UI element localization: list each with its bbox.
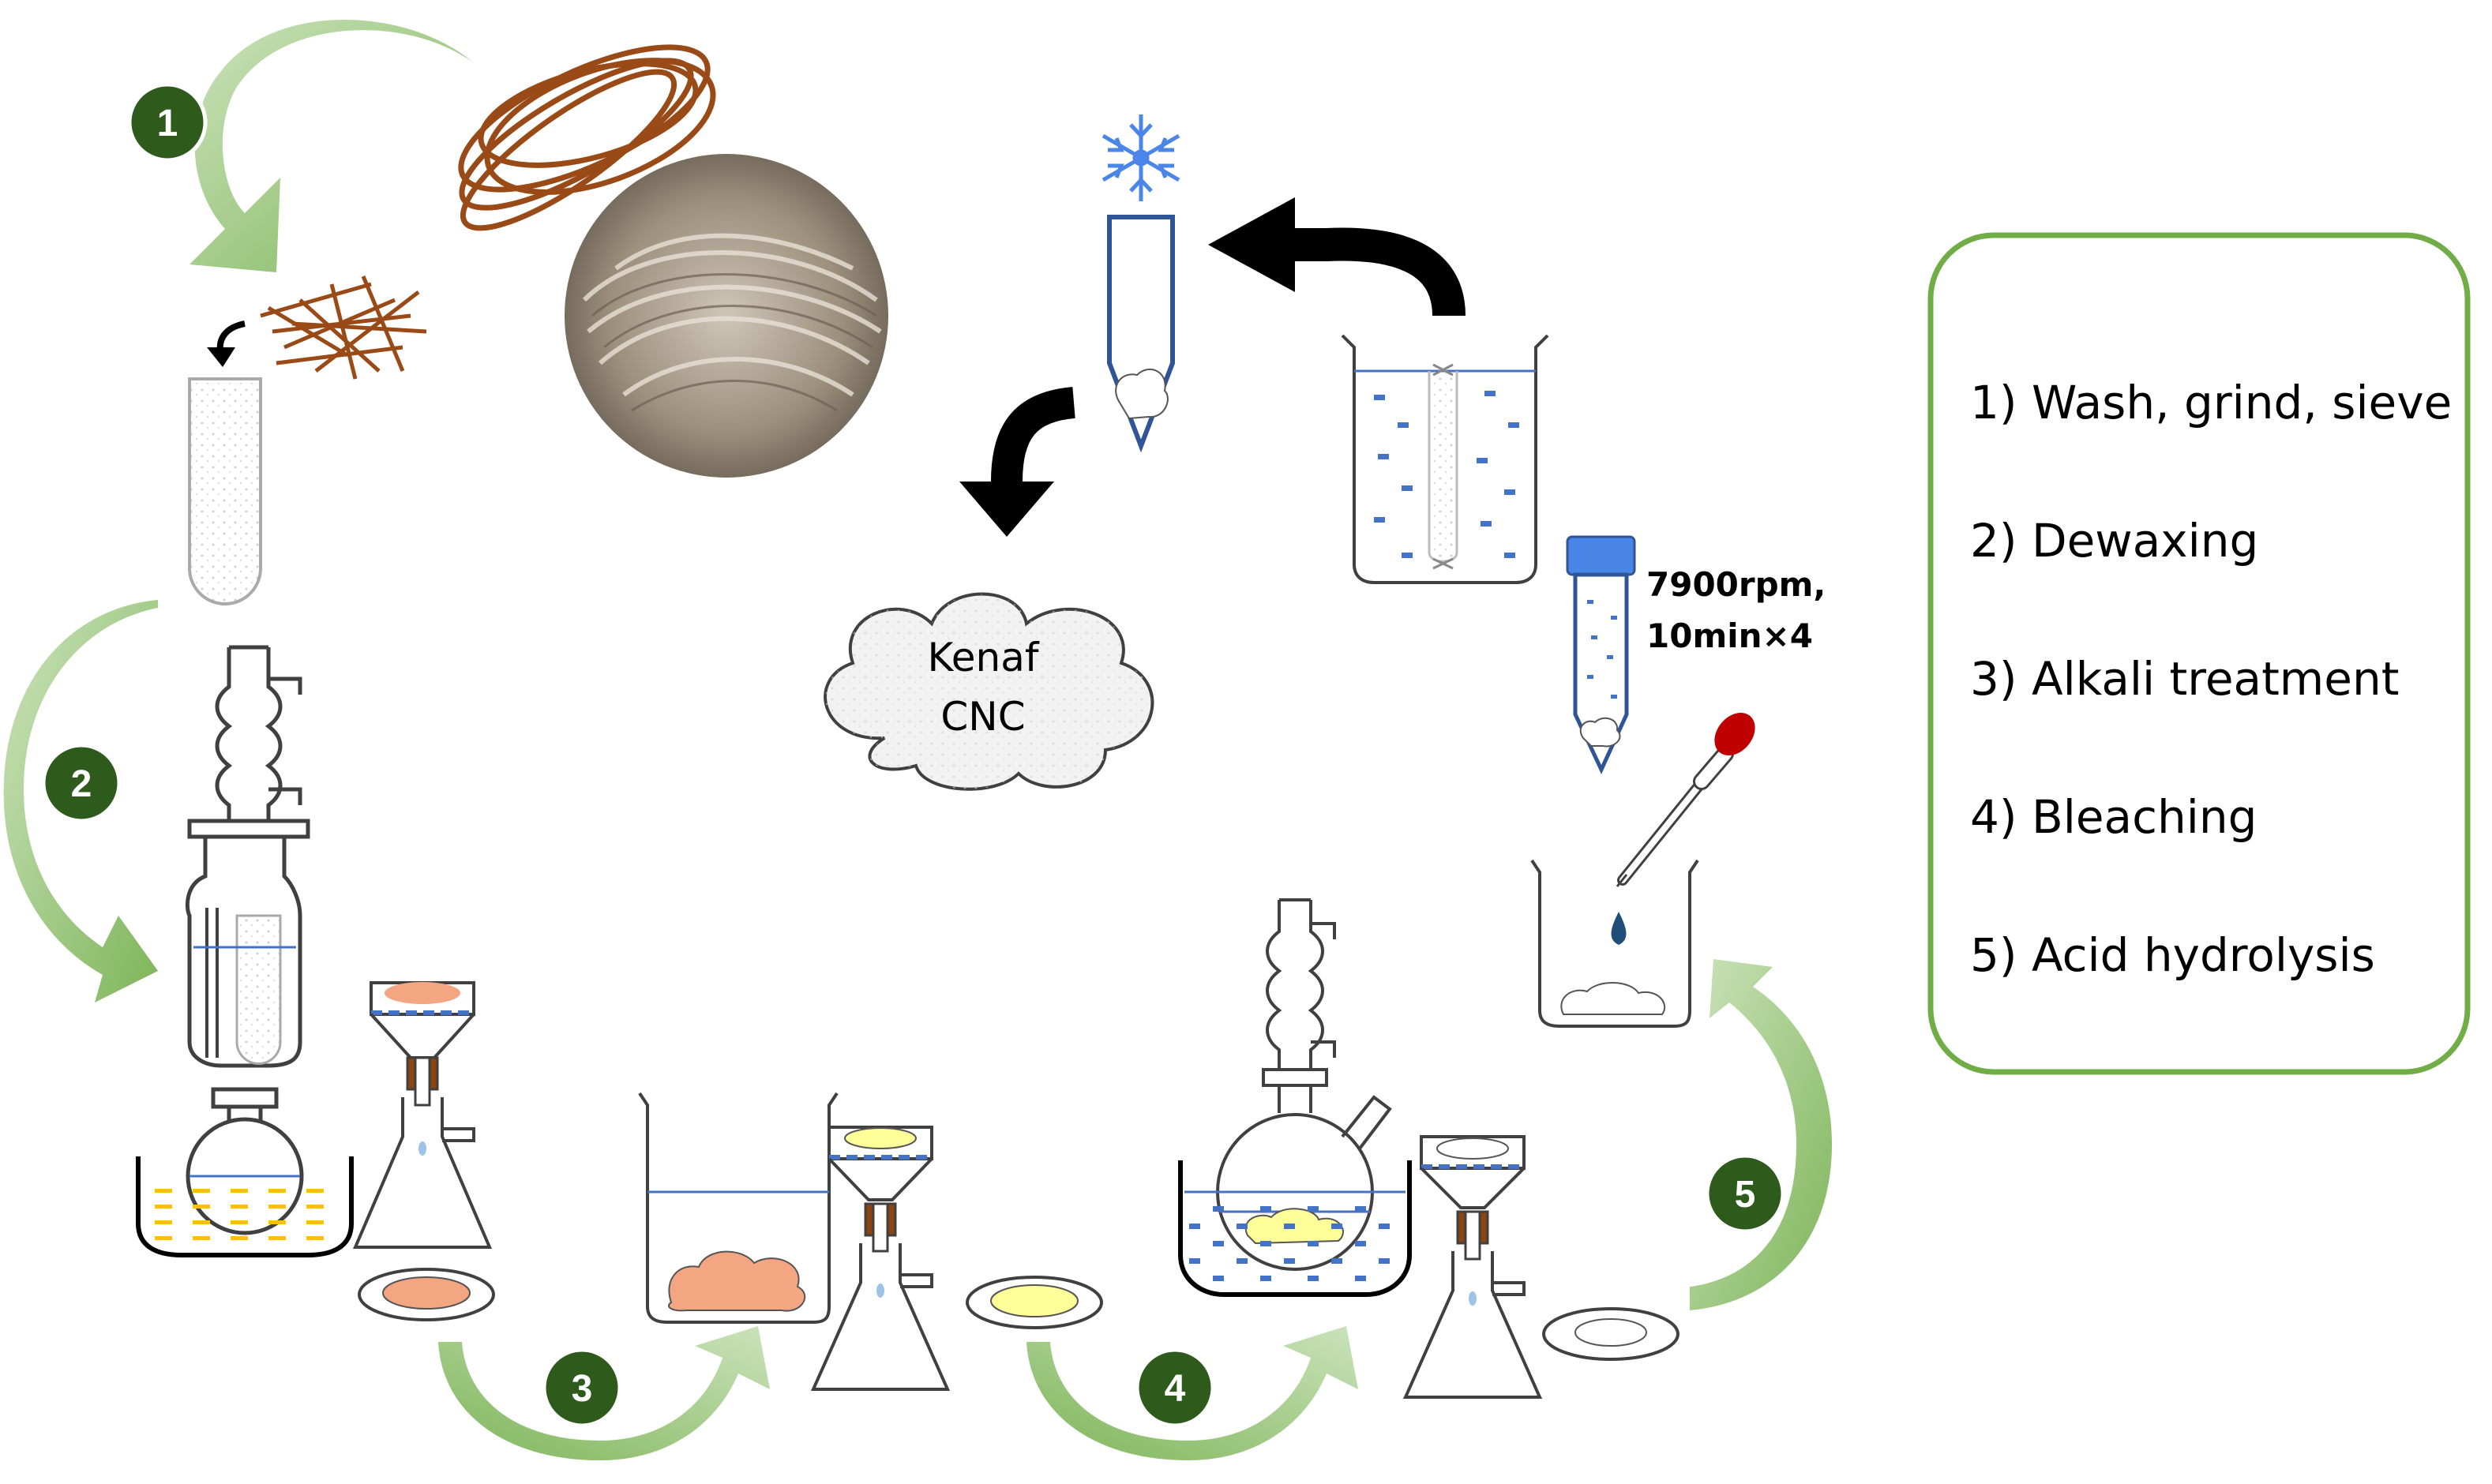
legend-item-bleaching: 4) Bleaching: [1970, 790, 2257, 844]
green-curved-arrow-icon: [3, 600, 158, 1002]
centrifuge-speed-label: 7900rpm,: [1646, 565, 1826, 604]
filter-flask-1: [352, 981, 493, 1249]
raw-kenaf-bundle: [458, 44, 716, 231]
svg-text:4: 4: [1165, 1368, 1186, 1410]
legend-item-acid: 5) Acid hydrolysis: [1970, 928, 2375, 982]
step-badge-4: 4: [1135, 1347, 1215, 1428]
freeze-dry-tube: [1107, 215, 1175, 453]
svg-text:3: 3: [572, 1368, 593, 1410]
svg-text:2: 2: [71, 763, 92, 805]
kenaf-cnc-cloud: [824, 592, 1154, 791]
filter-flask-2: [810, 1126, 951, 1391]
legend-item-dewaxing: 2) Dewaxing: [1970, 514, 2258, 568]
legend-item-wash: 1) Wash, grind, sieve: [1970, 376, 2452, 429]
product-label-line1: Kenaf: [928, 635, 1040, 680]
black-curved-arrow-icon: [1208, 197, 1466, 317]
oil-bath: [136, 1156, 354, 1257]
sieved-powder-tube: [188, 377, 262, 605]
step-badge-5: 5: [1705, 1153, 1785, 1234]
kenaf-photo: [565, 154, 888, 478]
centrifuge-tube: [1566, 535, 1636, 774]
black-curved-arrow-icon: [959, 387, 1076, 537]
chopped-fiber: [260, 275, 427, 380]
droplet-icon: [1611, 912, 1627, 945]
dropper: [1616, 713, 1755, 887]
alkali-beaker: [638, 1092, 839, 1324]
water-bath: [1178, 1160, 1412, 1297]
soxhlet-thimble: [235, 914, 282, 1065]
soxhlet-apparatus: [185, 645, 310, 1235]
svg-text:1: 1: [157, 103, 178, 144]
green-curved-arrow-icon: [438, 1326, 770, 1460]
dish-bleach-pulp: [966, 1276, 1103, 1329]
dialysis-beaker: [1341, 334, 1549, 584]
filter-flask-3: [1402, 1135, 1543, 1399]
step-badge-2: 2: [41, 743, 122, 823]
legend-box: 1) Wash, grind, sieve 2) Dewaxing 3) Alk…: [1927, 232, 2471, 1075]
hydrolysis-beaker: [1530, 859, 1699, 1028]
green-curved-arrow-icon: [190, 20, 474, 272]
step-badge-3: 3: [542, 1347, 622, 1428]
snowflake-icon: [1102, 114, 1180, 201]
green-curved-arrow-icon: [1026, 1326, 1358, 1460]
dish-alkali-pulp: [358, 1268, 495, 1321]
step-badge-1: 1: [127, 82, 208, 163]
green-curved-arrow-icon: [1690, 959, 1832, 1310]
dish-white-cellulose: [1542, 1307, 1679, 1361]
black-curved-arrow-icon: [207, 320, 246, 367]
product-label-line2: CNC: [940, 694, 1025, 740]
centrifuge-time-label: 10min×4: [1646, 616, 1813, 655]
svg-text:5: 5: [1735, 1174, 1756, 1216]
legend-item-alkali: 3) Alkali treatment: [1970, 652, 2400, 706]
